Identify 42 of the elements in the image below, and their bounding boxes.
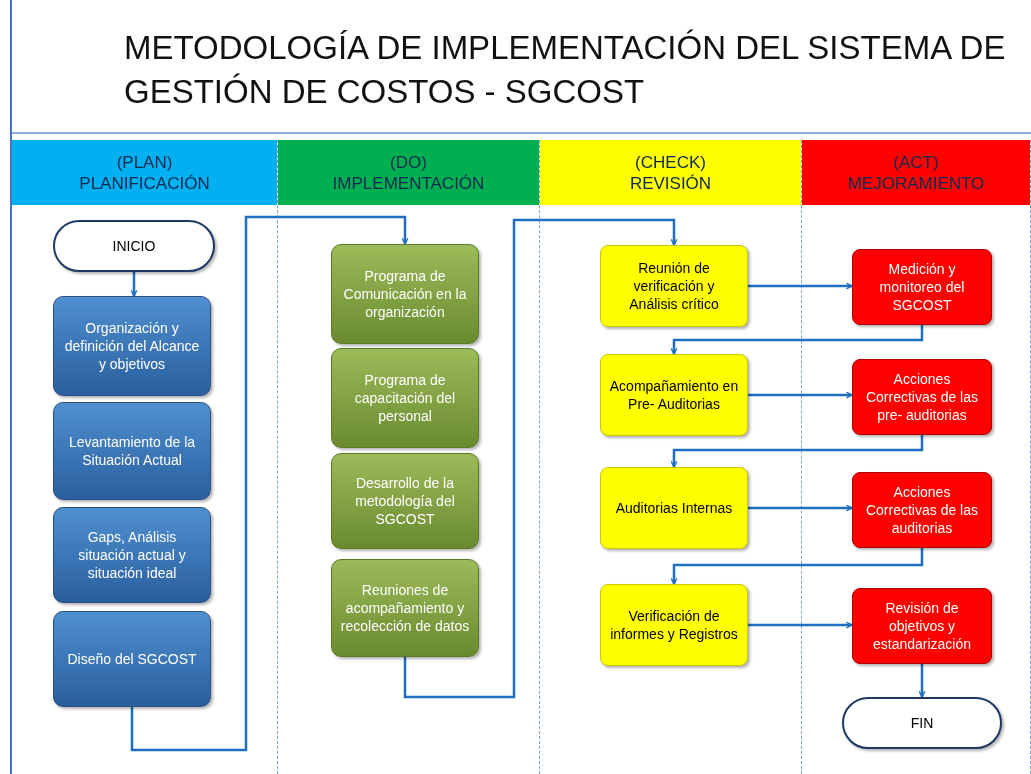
process-box: Medición y monitoreo del SGCOST (852, 249, 992, 325)
process-box: Acciones Correctivas de las pre- auditorias (852, 359, 992, 435)
lane-title: (PLAN) (116, 151, 173, 173)
swimlane (802, 140, 1031, 774)
lane-title: IMPLEMENTACIÓN (332, 172, 485, 194)
arrow (130, 215, 409, 752)
lane-title: (DO) (390, 151, 427, 173)
arrow (748, 282, 853, 290)
process-box: Revisión de objetivos y estandarización (852, 588, 992, 664)
process-box: Diseño del SGCOST (53, 611, 211, 707)
arrow (130, 272, 138, 297)
arrow (670, 548, 924, 585)
diagram-title: METODOLOGÍA DE IMPLEMENTACIÓN DEL SISTEMA DE GESTIÓN DE COSTOS - SGCOST (123, 28, 1007, 112)
arrow (748, 621, 853, 629)
lane-title: (CHECK) (635, 151, 706, 173)
arrow (670, 325, 924, 355)
process-box: Reuniones de acompañamiento y recolección de datos (331, 559, 479, 657)
process-box: Acciones Correctivas de las auditorias (852, 472, 992, 548)
process-box: Auditorias Internas (600, 467, 748, 549)
terminal-box: INICIO (53, 220, 215, 272)
swimlane (540, 140, 802, 774)
process-box: Levantamiento de la Situación Actual (53, 402, 211, 500)
process-box: Reunión de verificación y Análisis crítico (600, 245, 748, 327)
terminal-box: FIN (842, 697, 1002, 749)
arrow (748, 504, 853, 512)
lane-title: REVISIÓN (629, 172, 712, 194)
process-box: Acompañamiento en Pre- Auditorias (600, 354, 748, 436)
swimlane (278, 140, 540, 774)
arrow (403, 218, 678, 699)
process-box: Programa de capacitación del personal (331, 348, 479, 448)
arrow (670, 435, 924, 468)
lane-title: PLANIFICACIÓN (79, 172, 210, 194)
process-box: Verificación de informes y Registros (600, 584, 748, 666)
arrow (918, 664, 926, 698)
swimlane (12, 140, 278, 774)
lane-title: (ACT) (893, 151, 939, 173)
process-box: Programa de Comunicación en la organización (331, 244, 479, 344)
process-box: Desarrollo de la metodología del SGCOST (331, 453, 479, 549)
lane-title: MEJORAMIENTO (847, 172, 985, 194)
arrow (748, 391, 853, 399)
process-box: Gaps, Análisis situación actual y situación ideal (53, 507, 211, 603)
process-box: Organización y definición del Alcance y objetivos (53, 296, 211, 396)
